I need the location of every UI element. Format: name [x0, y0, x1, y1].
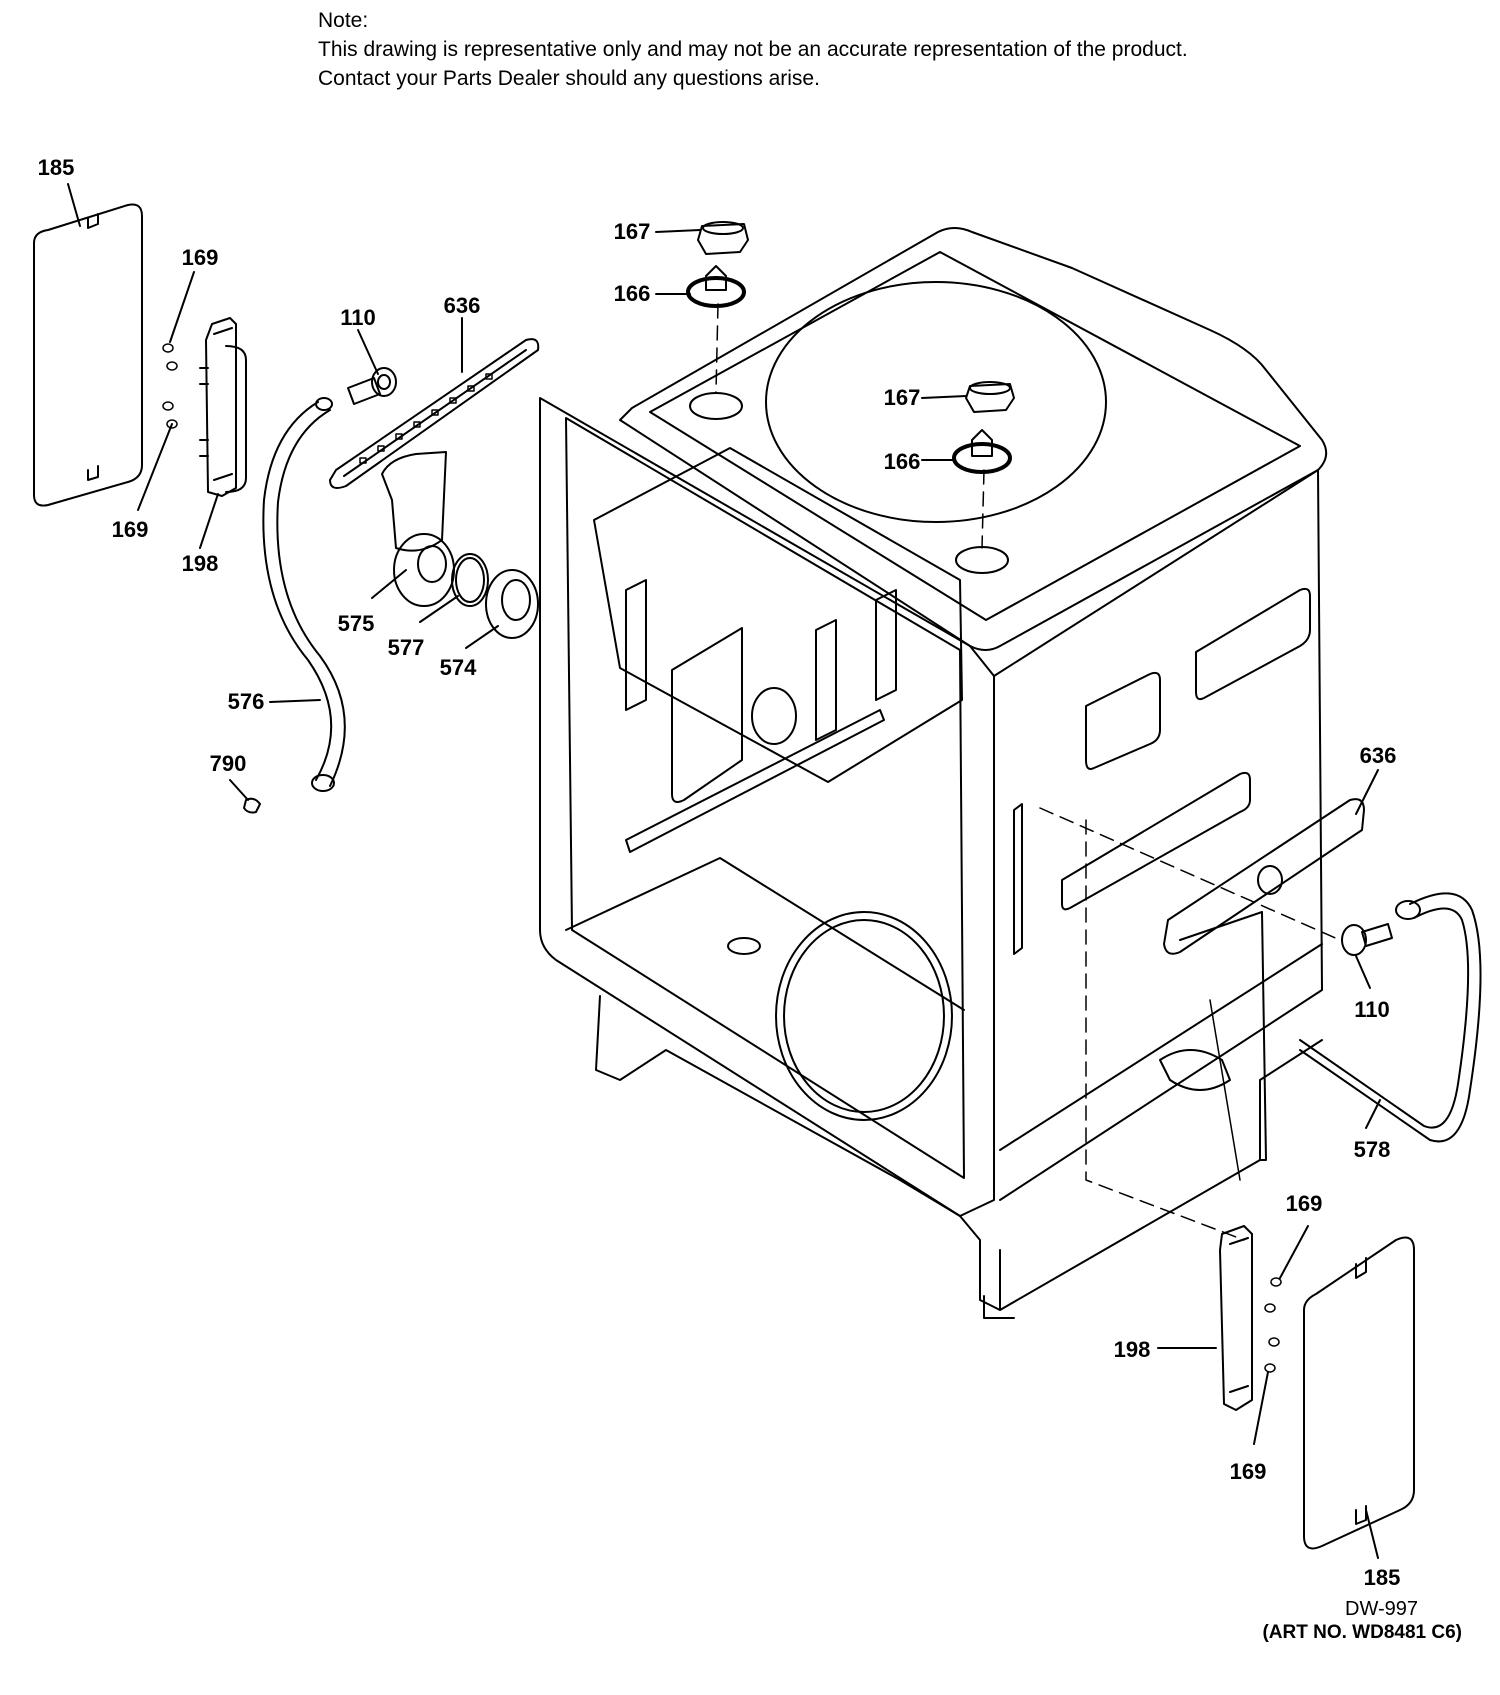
drain-hose [1299, 892, 1482, 1143]
callout-577: 577 [387, 635, 425, 660]
screws-left [162, 343, 178, 429]
tube-clip [243, 797, 261, 814]
callout-169-lower-left: 169 [111, 517, 149, 542]
callout-575: 575 [337, 611, 375, 636]
callout-110-left: 110 [340, 305, 376, 330]
disclaimer-note: Note: This drawing is representative onl… [318, 6, 1188, 93]
vent-cap [485, 569, 539, 639]
art-number: (ART NO. WD8481 C6) [1262, 1622, 1462, 1643]
leveling-mount-top-left [686, 265, 746, 308]
callout-169-lower-right: 169 [1229, 1459, 1267, 1484]
alignment-lines [715, 303, 1341, 1241]
inlet-fitting-right [1341, 923, 1393, 956]
callout-578: 578 [1353, 1137, 1391, 1162]
callout-185-top: 185 [37, 155, 75, 180]
callout-574: 574 [439, 655, 477, 680]
side-bracket-left [199, 317, 247, 497]
screws-right [1264, 1277, 1282, 1373]
side-panel-left [33, 203, 143, 507]
vent-bracket-right [1163, 798, 1365, 955]
vent-gasket [451, 553, 489, 607]
callout-576: 576 [227, 689, 265, 714]
side-panel-right [1303, 1236, 1415, 1550]
inlet-fitting-left [347, 367, 397, 405]
note-heading: Note: [318, 9, 369, 32]
callout-636-right: 636 [1359, 743, 1397, 768]
vent-duct [381, 451, 455, 607]
dishwasher-tub [539, 227, 1328, 1319]
leader-lines [67, 183, 1381, 1559]
callout-167-right: 167 [883, 385, 921, 410]
note-line-1: This drawing is representative only and … [318, 38, 1188, 61]
fill-tube [262, 397, 346, 792]
callout-636-left: 636 [443, 293, 481, 318]
callout-198-left: 198 [181, 551, 219, 576]
vent-bracket-left [329, 338, 540, 489]
drawing-code: DW-997 [1345, 1598, 1418, 1620]
callout-110-right: 110 [1354, 997, 1390, 1022]
callout-185-bottom: 185 [1363, 1565, 1401, 1590]
leveling-nut-top-right [965, 381, 1015, 413]
callout-169-upper-right: 169 [1285, 1191, 1323, 1216]
callout-166-left: 166 [613, 281, 651, 306]
callout-790: 790 [209, 751, 247, 776]
callout-166-right: 166 [883, 449, 921, 474]
leveling-mount-top-right [952, 429, 1012, 474]
callout-198-right: 198 [1113, 1337, 1151, 1362]
callout-167-left: 167 [613, 219, 651, 244]
callout-169-upper-left: 169 [181, 245, 219, 270]
leveling-nut-top-left [697, 221, 749, 255]
side-bracket-right [1219, 1225, 1253, 1411]
note-line-2: Contact your Parts Dealer should any que… [318, 67, 820, 90]
